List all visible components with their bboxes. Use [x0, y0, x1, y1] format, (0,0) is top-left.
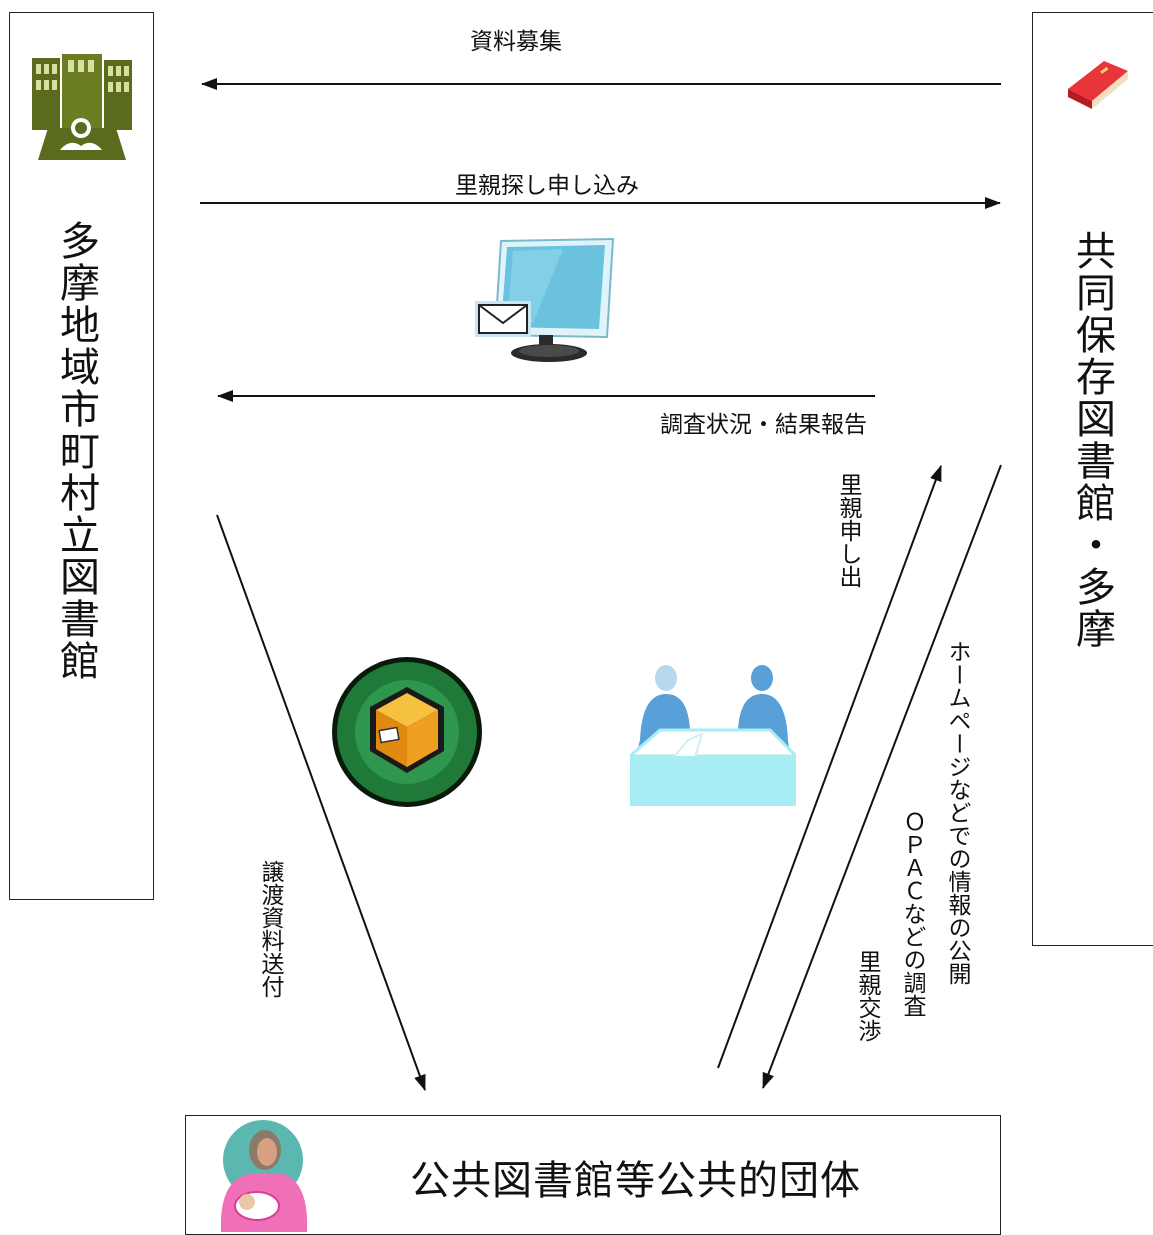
bottom-node-title: 公共図書館等公共的団体 [410, 1158, 861, 1204]
mother-child-icon [220, 1120, 308, 1232]
label-publish: ホームページなどでの情報の公開 [944, 640, 970, 985]
computer-mail-icon [475, 237, 615, 362]
right-node-title: 共同保存図書館・多摩 [1069, 230, 1115, 650]
package-box-icon [332, 657, 482, 807]
right-node-box [1032, 12, 1153, 946]
arrow-publish [762, 464, 1002, 1089]
label-opac: ＯＰＡＣなどの調査 [899, 810, 925, 1017]
meeting-people-icon [630, 665, 796, 806]
label-collect: 資料募集 [470, 29, 562, 55]
left-node-title: 多摩地域市町村立図書館 [53, 220, 99, 682]
label-transfer: 譲渡資料送付 [257, 860, 283, 998]
label-foster-search: 里親探し申し込み [455, 173, 639, 199]
label-foster-offer: 里親申し出 [835, 473, 861, 588]
arrow-foster-offer [717, 465, 942, 1069]
label-foster-negotiate: 里親交渉 [854, 950, 880, 1042]
library-building-icon [32, 54, 132, 160]
bottom-node-box [185, 1115, 1001, 1235]
arrow-transfer [216, 514, 426, 1091]
label-report: 調査状況・結果報告 [660, 412, 867, 438]
red-book-icon [1068, 61, 1128, 109]
